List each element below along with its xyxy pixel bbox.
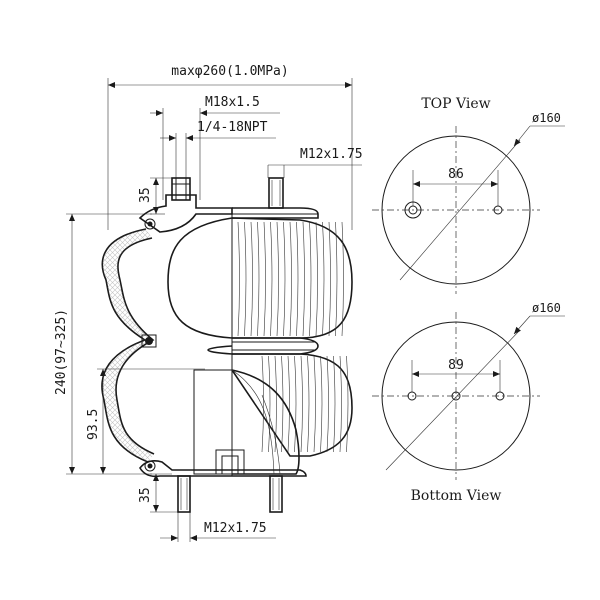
piston [193, 369, 300, 475]
top-view-stud-hole [493, 205, 503, 215]
overall-height-label: 240(97∼325) [54, 309, 69, 395]
top-view-diameter-label: ø160 [532, 111, 561, 125]
bellows-wall-section [101, 228, 157, 463]
bottom-view-diameter-label: ø160 [532, 301, 561, 315]
top-stud-height-label: 35 [138, 187, 153, 203]
top-view-title: TOP View [421, 96, 490, 112]
bottom-view-bolt-spacing-label: 89 [448, 358, 464, 373]
air-inlet-port [171, 177, 191, 201]
top-bead-plate [138, 194, 319, 233]
bottom-view-stud-hole-right [495, 391, 505, 401]
top-view-bolt-spacing-label: 86 [448, 167, 464, 182]
bottom-stud-thread-label: M12x1.75 [204, 521, 267, 536]
bottom-stud-height-label: 35 [138, 487, 153, 503]
top-view-port-hole [404, 201, 422, 219]
bottom-bead-plate [139, 460, 307, 478]
top-view: TOP View ø160 86 [372, 96, 565, 294]
bottom-view-stud-hole-left [407, 391, 417, 401]
top-stud-thread-label: M12x1.75 [300, 147, 363, 162]
bottom-view-center-hole [451, 391, 461, 401]
bellows-lower-convolution [207, 345, 353, 457]
air-fitting-label: 1/4-18NPT [197, 120, 268, 135]
top-port-thread-label: M18x1.5 [205, 95, 260, 110]
bottom-mounting-studs [177, 475, 283, 513]
piston-height-label: 93.5 [86, 409, 101, 440]
max-diameter-label: maxφ260(1.0MPa) [171, 64, 288, 79]
top-mounting-stud [268, 177, 284, 209]
girdle-hoop [232, 337, 319, 355]
bellows-upper-convolution [167, 217, 353, 339]
bottom-view: ø160 89 Bottom View [372, 301, 565, 504]
dimension-lines [66, 78, 362, 542]
bottom-view-title: Bottom View [411, 488, 502, 504]
